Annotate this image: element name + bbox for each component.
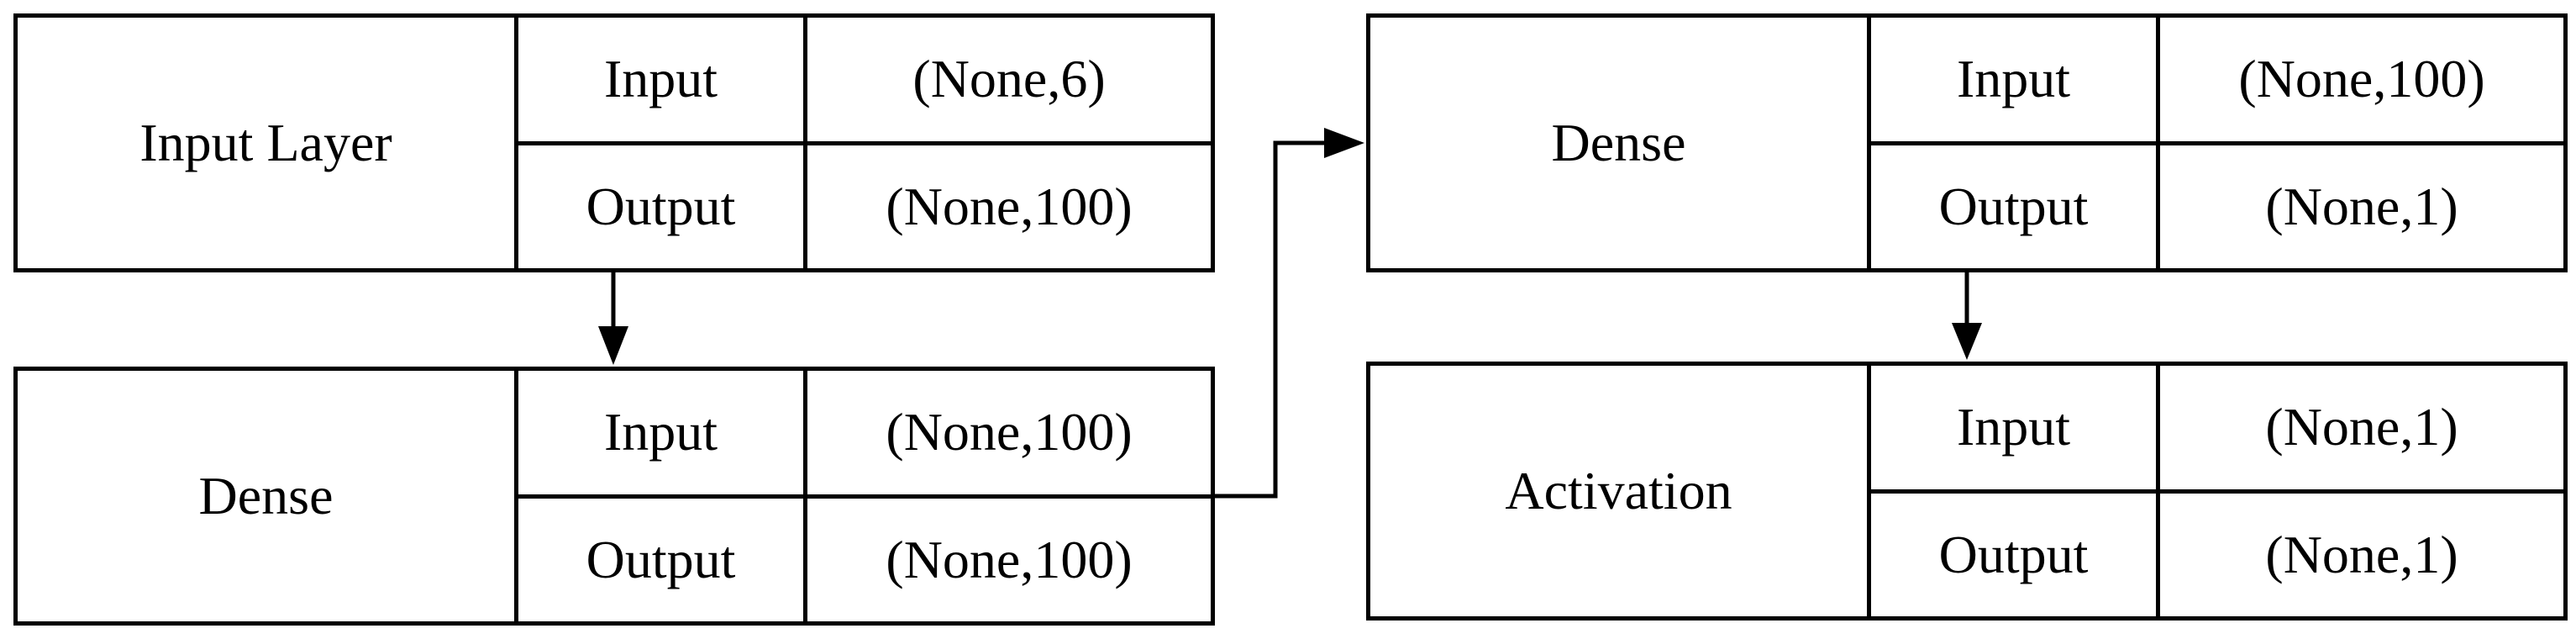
input-shape: (None,1) (2265, 397, 2458, 457)
input-row: Input (None,100) (1871, 18, 2563, 141)
input-row: Input (None,6) (518, 18, 1211, 141)
layer-name: Input Layer (18, 18, 518, 268)
input-label: Input (1871, 18, 2160, 141)
input-label: Input (1871, 366, 2160, 489)
output-shape: (None,1) (2265, 524, 2458, 584)
input-shape: (None,6) (912, 49, 1106, 109)
input-label: Input (518, 371, 807, 494)
output-label: Output (518, 145, 807, 268)
output-label: Output (1871, 145, 2160, 268)
layer-shape-table: Input (None,100) Output (None,100) (518, 371, 1211, 621)
input-layer-block: Input Layer Input (None,6) Output (None,… (13, 13, 1215, 272)
dense-layer-block-2: Dense Input (None,100) Output (None,1) (1366, 13, 2568, 272)
output-row: Output (None,1) (1871, 140, 2563, 268)
layer-name: Dense (1370, 18, 1871, 268)
input-row: Input (None,1) (1871, 366, 2563, 489)
output-shape: (None,1) (2265, 176, 2458, 236)
arrowhead-down-icon (1952, 323, 1982, 360)
output-label: Output (1871, 493, 2160, 616)
input-row: Input (None,100) (518, 371, 1211, 494)
input-shape: (None,100) (2238, 49, 2485, 109)
input-shape: (None,100) (886, 402, 1133, 462)
layer-shape-table: Input (None,1) Output (None,1) (1871, 366, 2563, 616)
output-row: Output (None,100) (518, 140, 1211, 268)
layer-shape-table: Input (None,100) Output (None,1) (1871, 18, 2563, 268)
layer-name: Dense (18, 371, 518, 621)
output-shape: (None,100) (886, 529, 1133, 589)
arrowhead-down-icon (598, 326, 628, 365)
output-row: Output (None,100) (518, 494, 1211, 621)
output-row: Output (None,1) (1871, 488, 2563, 616)
input-label: Input (518, 18, 807, 141)
dense-layer-block-1: Dense Input (None,100) Output (None,100) (13, 367, 1215, 626)
layer-shape-table: Input (None,6) Output (None,100) (518, 18, 1211, 268)
arrow-dense-to-dense (1215, 140, 1327, 499)
output-label: Output (518, 498, 807, 621)
output-shape: (None,100) (886, 176, 1133, 236)
arrowhead-right-icon (1324, 128, 1364, 158)
activation-layer-block: Activation Input (None,1) Output (None,1… (1366, 362, 2568, 621)
layer-name: Activation (1370, 366, 1871, 616)
